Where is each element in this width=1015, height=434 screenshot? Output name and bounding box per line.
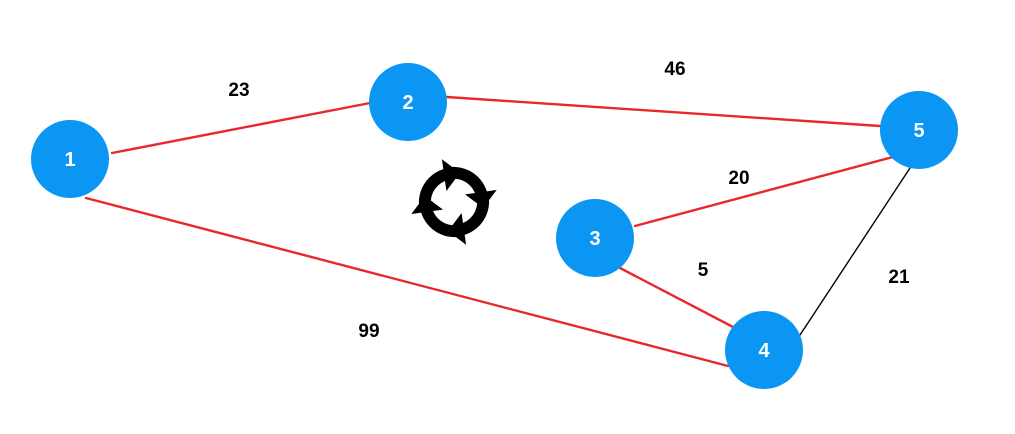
node-5-circle — [880, 91, 958, 169]
node-4-label: 4 — [758, 340, 770, 362]
nodes: 1 2 3 4 5 — [31, 63, 958, 389]
node-4-circle — [725, 311, 803, 389]
edge-weight-3-4: 5 — [698, 260, 709, 281]
node-1-label: 1 — [64, 149, 75, 171]
node-5-label: 5 — [913, 120, 924, 142]
edge-1-4 — [84, 196, 730, 368]
edge-weight-3-5: 20 — [728, 168, 749, 189]
node-3-circle — [556, 199, 634, 277]
node-2-circle — [369, 63, 447, 141]
node-5: 5 — [880, 91, 958, 169]
edge-1-2 — [110, 101, 372, 155]
node-2-label: 2 — [402, 92, 413, 114]
edge-3-5 — [633, 155, 895, 228]
node-3-label: 3 — [589, 228, 600, 250]
edge-2-5 — [445, 95, 882, 128]
edge-weight-1-4: 99 — [358, 321, 379, 342]
edge-labels: 23 46 20 5 99 21 — [228, 59, 910, 342]
edge-3-4 — [618, 266, 735, 329]
edge-weight-1-2: 23 — [228, 80, 249, 101]
node-1: 1 — [31, 120, 109, 198]
edges — [84, 95, 911, 368]
edge-4-5 — [799, 167, 911, 336]
node-3: 3 — [556, 199, 634, 277]
edge-weight-4-5: 21 — [888, 267, 910, 288]
node-4: 4 — [725, 311, 803, 389]
refresh-cycle-icon — [411, 159, 497, 245]
node-1-circle — [31, 120, 109, 198]
node-2: 2 — [369, 63, 447, 141]
edge-weight-2-5: 46 — [664, 59, 685, 80]
